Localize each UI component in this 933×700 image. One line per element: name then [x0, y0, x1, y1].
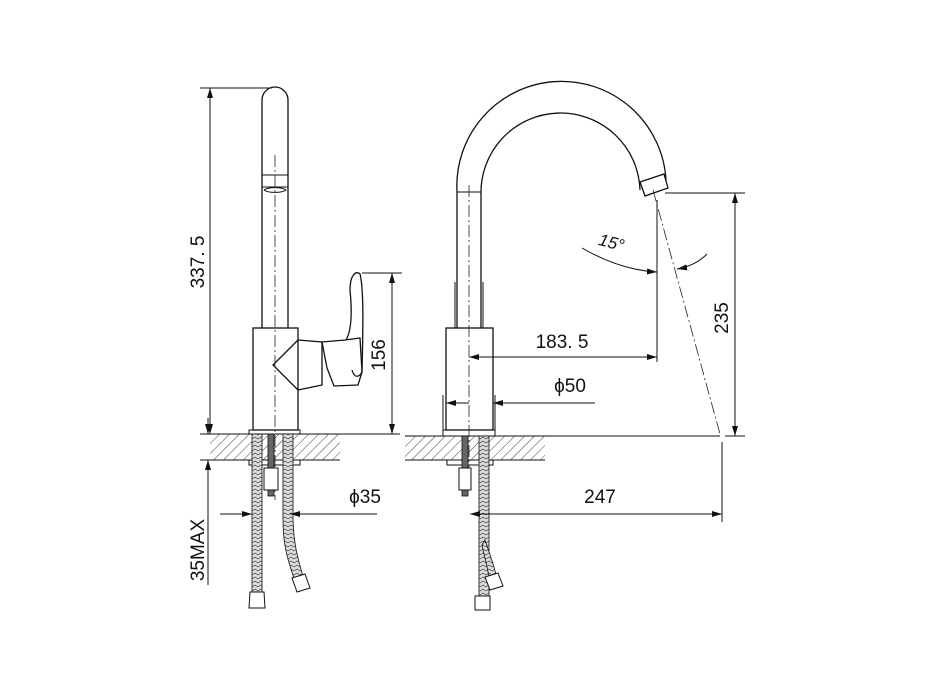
hose-nut-left: [248, 591, 266, 609]
side-view: 337. 5 156 35MAX ϕ35: [188, 86, 402, 609]
inlet-hose-front: [478, 435, 490, 597]
dim-spray-angle: 15°: [597, 230, 627, 255]
mounting-bolt-front: [461, 435, 469, 497]
base-flange: [248, 429, 301, 435]
spout-pipe: [261, 86, 289, 328]
spout-aerator: [639, 173, 669, 197]
dim-max-thickness: 35MAX: [188, 519, 209, 582]
dim-total-height: 337. 5: [188, 236, 209, 289]
front-view: 15° 183. 5 ϕ50 235 247: [405, 80, 745, 611]
gooseneck-spout: [456, 80, 667, 328]
bolt-nut-front: [458, 467, 472, 491]
bottom-plate: [248, 459, 301, 466]
dim-outlet-height: 235: [712, 302, 733, 334]
dim-spout-reach: 183. 5: [536, 332, 589, 353]
countertop-section-right: [405, 436, 545, 460]
bottom-plate-front: [446, 459, 494, 466]
faucet-body: [252, 327, 299, 431]
mounting-bolt: [267, 433, 275, 497]
handle-blade: [345, 272, 364, 377]
inlet-hose-straight: [251, 433, 263, 593]
hose-nut-right: [291, 573, 311, 593]
dim-handle-height: 156: [369, 339, 390, 371]
bolt-nut: [263, 467, 279, 491]
angle-arc-right: [676, 253, 708, 271]
spray-direction-line: [652, 189, 721, 435]
hose-nut-front-right: [484, 572, 504, 591]
dim-hole-diameter: ϕ35: [349, 487, 381, 508]
dim-body-diameter: ϕ50: [554, 376, 586, 397]
angle-arc-left: [581, 247, 658, 275]
spout-collar: [454, 282, 484, 328]
faucet-body-front: [445, 327, 494, 431]
dim-spray-reach: 247: [584, 487, 616, 508]
cartridge-housing: [272, 339, 323, 391]
handle-lever: [321, 337, 363, 387]
hose-nut-front-left: [474, 595, 491, 611]
